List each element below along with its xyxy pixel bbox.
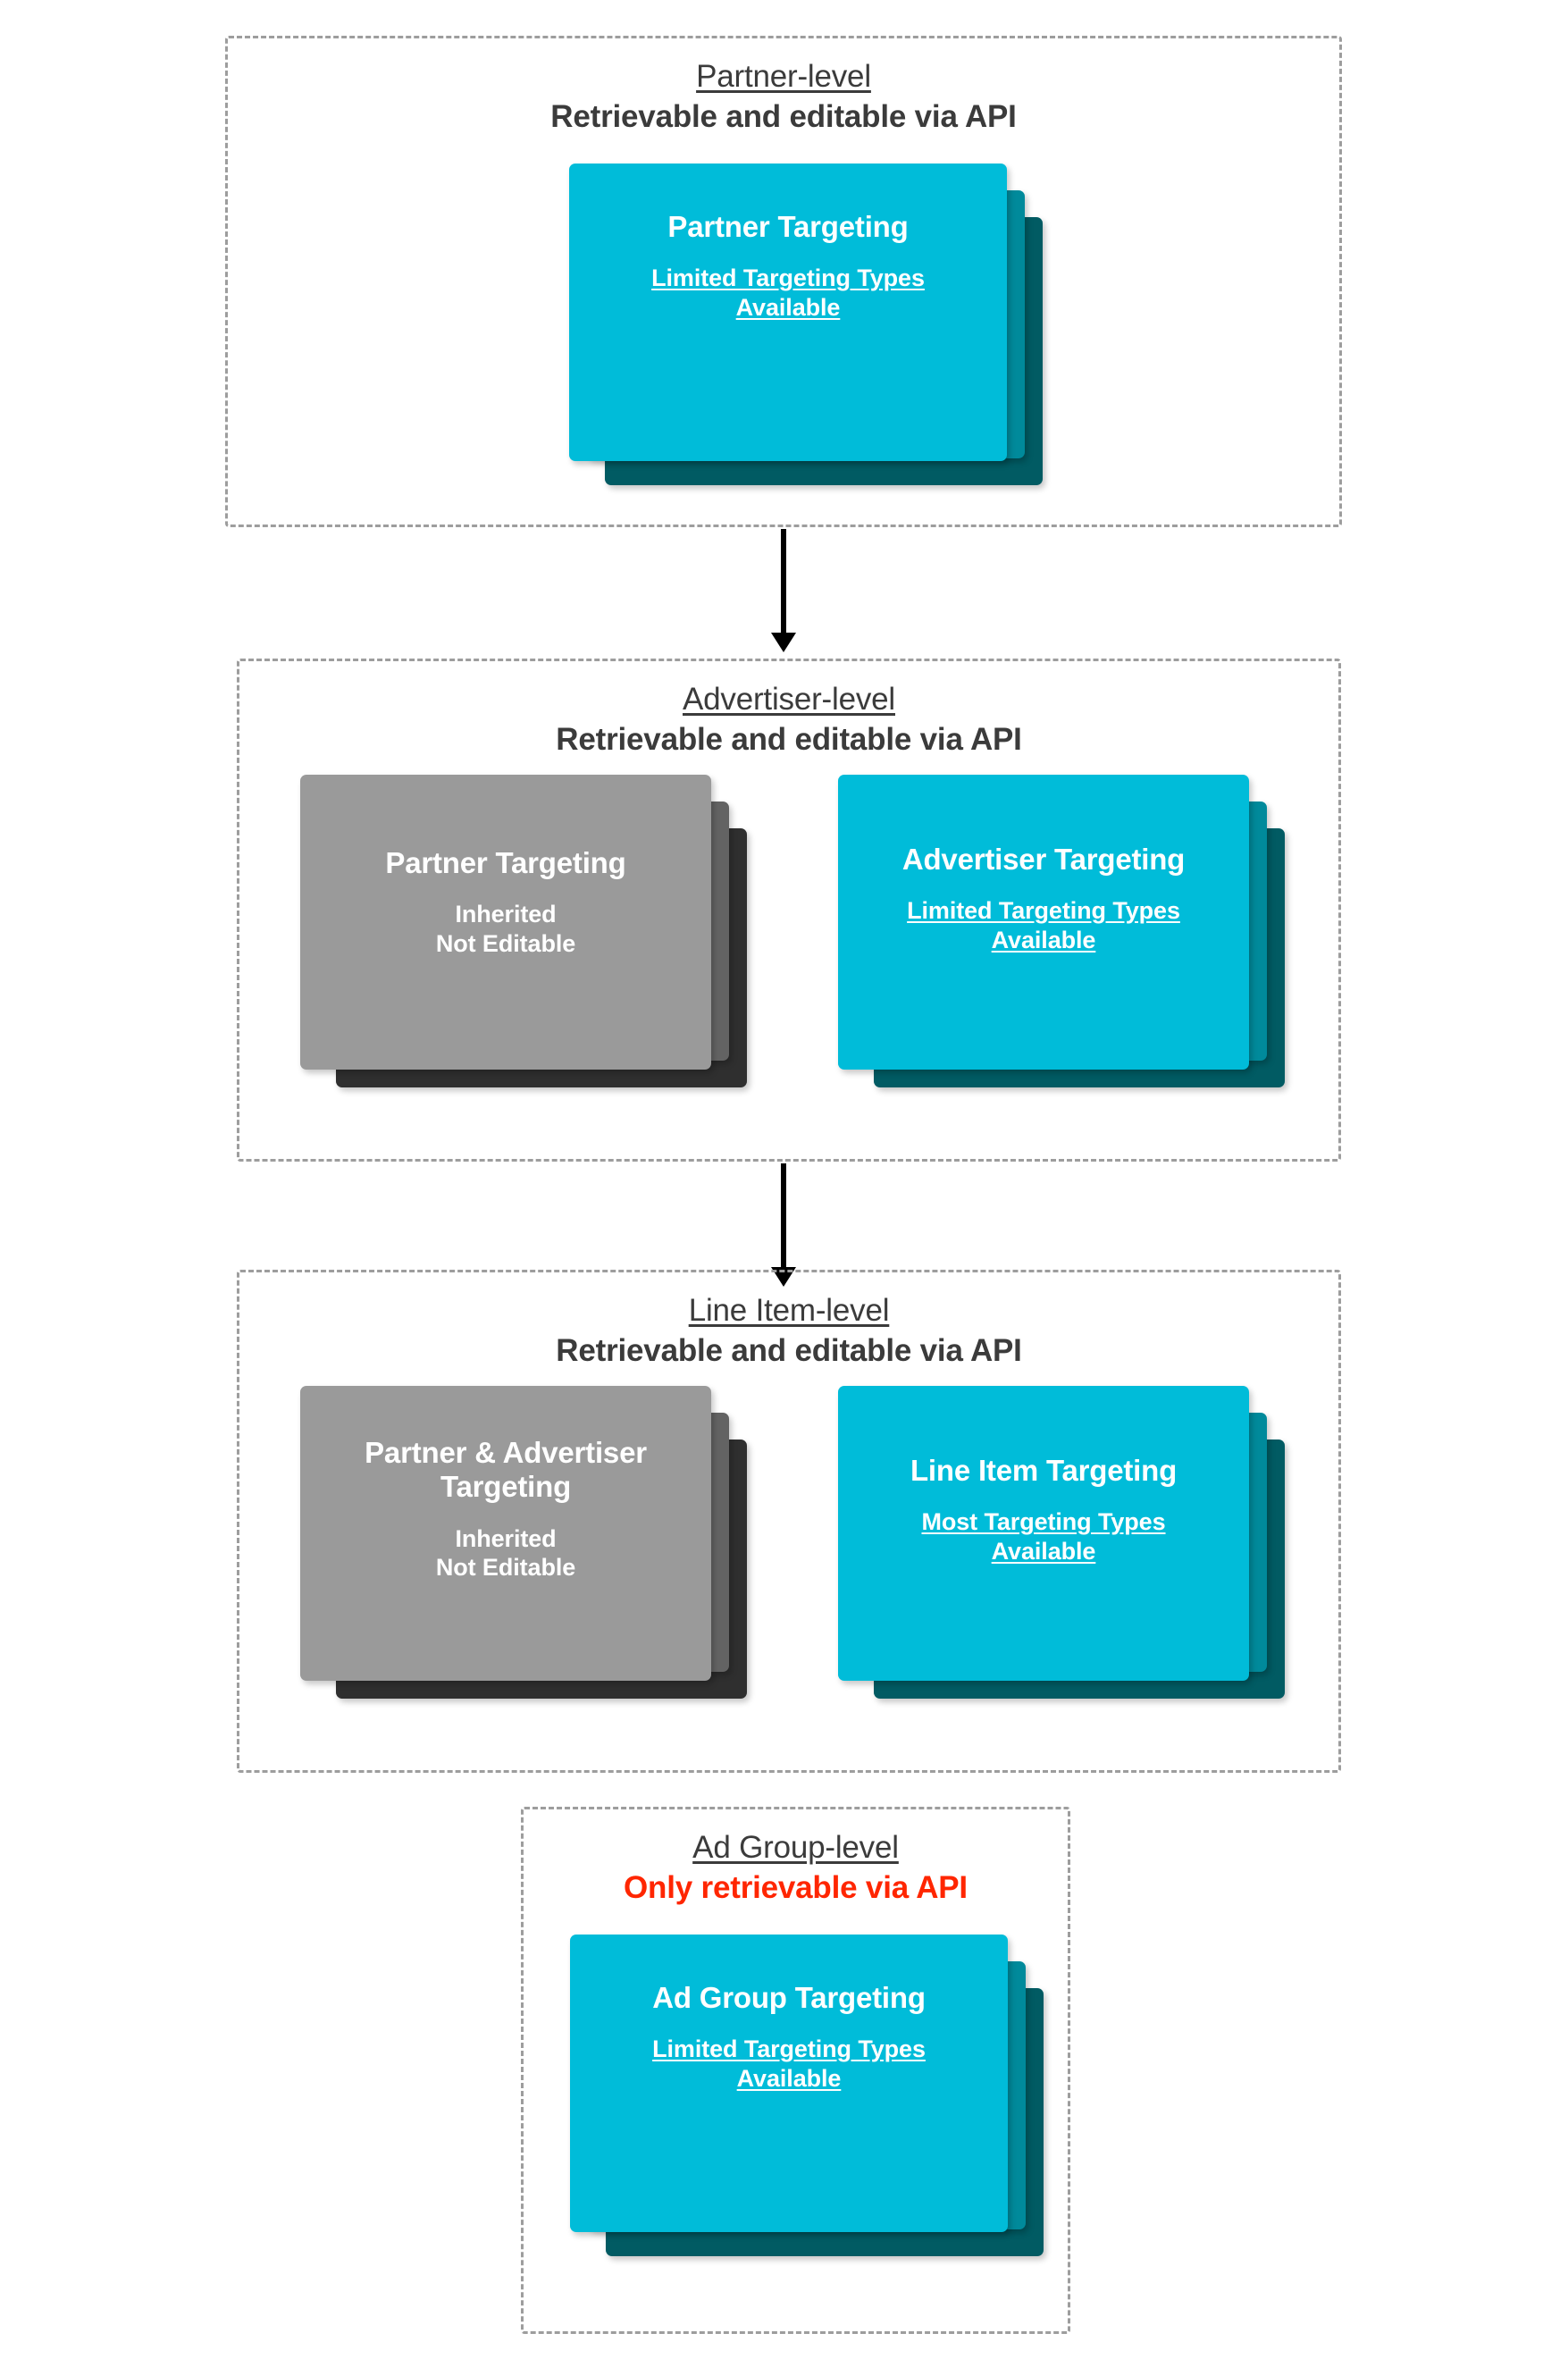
card-layer-front: Partner Targeting Limited Targeting Type…: [569, 164, 1007, 461]
level-box-ad-group: Ad Group-level Only retrievable via API …: [521, 1807, 1070, 2334]
card-body: Advertiser Targeting Limited Targeting T…: [838, 843, 1249, 954]
level-heading-partner: Partner-level Retrievable and editable v…: [228, 58, 1339, 136]
level-api-note-partner: Retrievable and editable via API: [550, 99, 1017, 135]
card-layer-front: Advertiser Targeting Limited Targeting T…: [838, 775, 1249, 1070]
card-title: Partner Targeting: [385, 846, 626, 879]
level-api-note-advertiser: Retrievable and editable via API: [556, 722, 1022, 758]
connector-arrow-partner-to-advertiser: [781, 529, 786, 634]
card-stack-ad-group-targeting[interactable]: Ad Group Targeting Limited Targeting Typ…: [570, 1935, 1044, 2265]
card-body: Partner Targeting Limited Targeting Type…: [569, 210, 1007, 322]
card-title: Ad Group Targeting: [652, 1981, 926, 2014]
level-api-note-ad-group: Only retrievable via API: [624, 1870, 968, 1906]
card-title: Advertiser Targeting: [901, 843, 1186, 876]
card-title: Line Item Targeting: [910, 1454, 1178, 1487]
card-stack-advertiser-targeting[interactable]: Advertiser Targeting Limited Targeting T…: [838, 775, 1312, 1105]
level-title-partner: Partner-level: [696, 59, 871, 94]
level-heading-advertiser: Advertiser-level Retrievable and editabl…: [239, 681, 1338, 759]
card-layer-front: Ad Group Targeting Limited Targeting Typ…: [570, 1935, 1008, 2232]
level-box-line-item: Line Item-level Retrievable and editable…: [237, 1270, 1341, 1773]
card-body: Partner & Advertiser Targeting Inherited…: [300, 1436, 711, 1582]
card-stack-partner-targeting[interactable]: Partner Targeting Limited Targeting Type…: [569, 164, 1043, 485]
card-layer-front: Partner & Advertiser Targeting Inherited…: [300, 1386, 711, 1681]
level-box-partner: Partner-level Retrievable and editable v…: [225, 36, 1342, 527]
level-api-note-line-item: Retrievable and editable via API: [556, 1333, 1022, 1369]
card-body: Ad Group Targeting Limited Targeting Typ…: [570, 1981, 1008, 2093]
card-stack-line-item-targeting[interactable]: Line Item Targeting Most Targeting Types…: [838, 1386, 1312, 1716]
level-title-line-item: Line Item-level: [688, 1293, 890, 1328]
level-title-ad-group: Ad Group-level: [692, 1830, 899, 1865]
card-subtitle: Limited Targeting Types Available: [651, 264, 925, 321]
card-title: Partner Targeting: [667, 210, 909, 243]
card-layer-front: Partner Targeting Inherited Not Editable: [300, 775, 711, 1070]
card-subtitle: Inherited Not Editable: [435, 901, 576, 957]
level-heading-ad-group: Ad Group-level Only retrievable via API: [524, 1829, 1068, 1907]
card-subtitle: Inherited Not Editable: [435, 1524, 576, 1581]
connector-arrow-advertiser-to-lineitem: [781, 1163, 786, 1269]
card-subtitle: Limited Targeting Types Available: [652, 2035, 926, 2092]
card-subtitle: Most Targeting Types Available: [921, 1508, 1166, 1565]
card-subtitle: Limited Targeting Types Available: [907, 897, 1180, 953]
level-heading-line-item: Line Item-level Retrievable and editable…: [239, 1292, 1338, 1370]
card-stack-line-item-inherited-targeting[interactable]: Partner & Advertiser Targeting Inherited…: [300, 1386, 774, 1716]
card-body: Line Item Targeting Most Targeting Types…: [838, 1454, 1249, 1565]
card-title: Partner & Advertiser Targeting: [365, 1436, 647, 1504]
card-layer-front: Line Item Targeting Most Targeting Types…: [838, 1386, 1249, 1681]
level-box-advertiser: Advertiser-level Retrievable and editabl…: [237, 659, 1341, 1162]
card-body: Partner Targeting Inherited Not Editable: [300, 846, 711, 958]
level-title-advertiser: Advertiser-level: [683, 682, 895, 717]
card-stack-advertiser-partner-targeting[interactable]: Partner Targeting Inherited Not Editable: [300, 775, 774, 1105]
